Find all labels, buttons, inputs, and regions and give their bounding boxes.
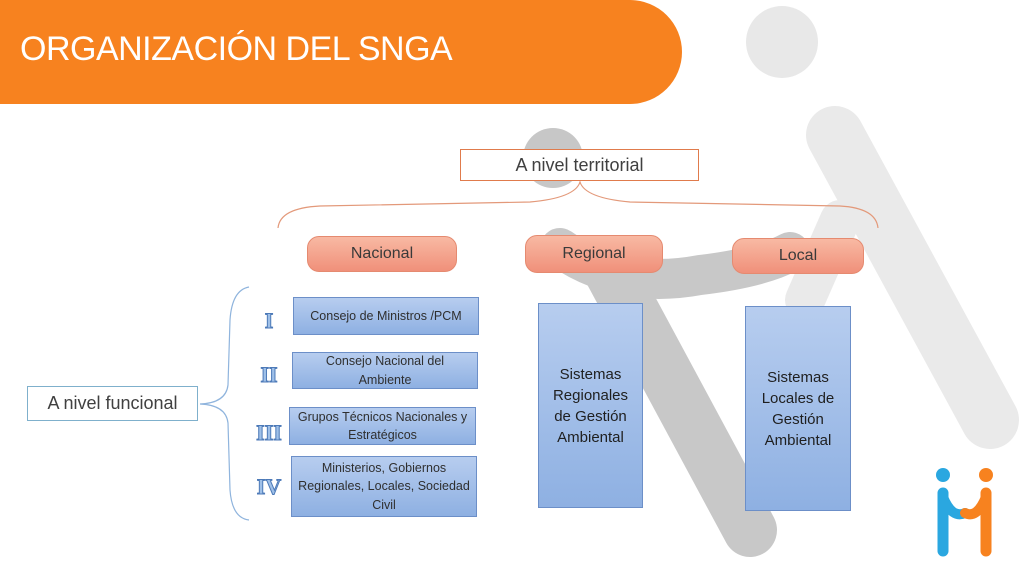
regional-level-label: Regional — [562, 245, 626, 262]
nacional-item-box: Ministerios, Gobiernos Regionales, Local… — [291, 456, 477, 517]
header-banner: ORGANIZACIÓN DEL SNGA — [0, 0, 682, 104]
roman-numeral-4: IV — [256, 474, 282, 500]
nacional-item-box: Consejo Nacional del Ambiente — [292, 352, 478, 389]
nacional-item-label: Ministerios, Gobiernos Regionales, Local… — [298, 461, 470, 512]
regional-systems-label: Sistemas Regionales de Gestión Ambiental — [552, 365, 629, 446]
territorial-bracket — [277, 179, 879, 229]
nacional-item-label: Grupos Técnicos Nacionales y Estratégico… — [297, 409, 468, 442]
roman-numeral-2: II — [260, 362, 278, 388]
roman-numeral-3: III — [256, 420, 283, 446]
local-systems-box: Sistemas Locales de Gestión Ambiental — [745, 306, 851, 511]
roman-numeral-1: I — [264, 308, 274, 334]
background-head-circle — [746, 6, 818, 78]
regional-systems-box: Sistemas Regionales de Gestión Ambiental — [538, 303, 643, 508]
background-limb-right — [806, 106, 1019, 449]
territorial-level-box: A nivel territorial — [460, 149, 699, 181]
brand-logo-icon — [936, 468, 993, 557]
nacional-item-label: Consejo de Ministros /PCM — [310, 308, 462, 323]
funcional-level-label: A nivel funcional — [47, 393, 178, 413]
nacional-level-pill: Nacional — [307, 236, 457, 272]
funcional-bracket — [199, 286, 250, 521]
territorial-level-label: A nivel territorial — [515, 154, 644, 175]
regional-level-pill: Regional — [525, 235, 663, 273]
local-level-label: Local — [778, 247, 818, 264]
funcional-level-box: A nivel funcional — [27, 386, 198, 421]
nacional-item-box: Consejo de Ministros /PCM — [293, 297, 479, 335]
local-level-pill: Local — [732, 238, 864, 274]
nacional-item-box: Grupos Técnicos Nacionales y Estratégico… — [289, 407, 476, 445]
nacional-item-label: Consejo Nacional del Ambiente — [325, 354, 445, 387]
page-title: ORGANIZACIÓN DEL SNGA — [20, 30, 453, 68]
nacional-level-label: Nacional — [350, 245, 414, 262]
local-systems-label: Sistemas Locales de Gestión Ambiental — [761, 368, 835, 449]
